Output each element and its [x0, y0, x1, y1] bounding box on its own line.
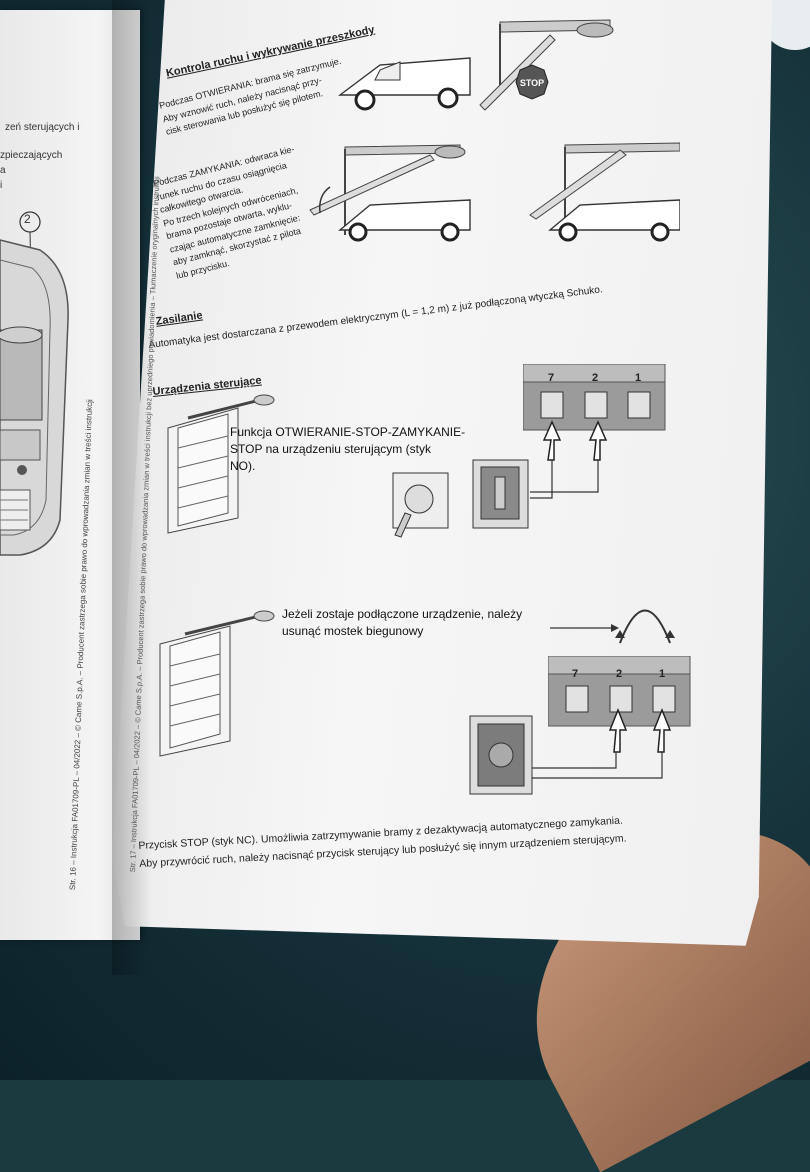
garage-door-illustration-2	[159, 610, 275, 757]
left-text-3: a	[0, 165, 6, 176]
wiring-bottom	[528, 707, 672, 779]
wiring-top	[530, 420, 608, 499]
left-text-1: zeń sterujących i	[5, 122, 80, 133]
van-stop-illustration: STOP	[337, 19, 614, 111]
terminal-top-7: 7	[548, 372, 555, 384]
spine-shadow	[112, 0, 152, 975]
garage-door-illustration-1	[167, 394, 275, 534]
terminal-block-top	[523, 364, 666, 431]
callout-number: 2	[24, 212, 31, 226]
keyswitch-and-button	[392, 459, 529, 538]
svg-text:STOP: STOP	[520, 78, 544, 88]
terminal-top-1: 1	[635, 372, 642, 384]
van-reverse-illustration	[309, 142, 680, 242]
terminal-top-2: 2	[592, 372, 599, 384]
bridge-wire	[550, 609, 675, 644]
bridge-note: Jeżeli zostaje podłączone urządzenie, na…	[282, 607, 523, 638]
function-description: Funkcja OTWIERANIE-STOP-ZAMYKANIE- STOP …	[230, 425, 466, 473]
terminal-bottom-2: 2	[616, 668, 623, 680]
motor-diagram	[0, 211, 69, 556]
terminal-bottom-1: 1	[659, 668, 666, 680]
left-text-4: i	[0, 180, 3, 191]
terminal-bottom-7: 7	[572, 668, 579, 680]
stop-push-button	[469, 715, 533, 795]
left-text-2: zpieczających	[0, 150, 63, 161]
